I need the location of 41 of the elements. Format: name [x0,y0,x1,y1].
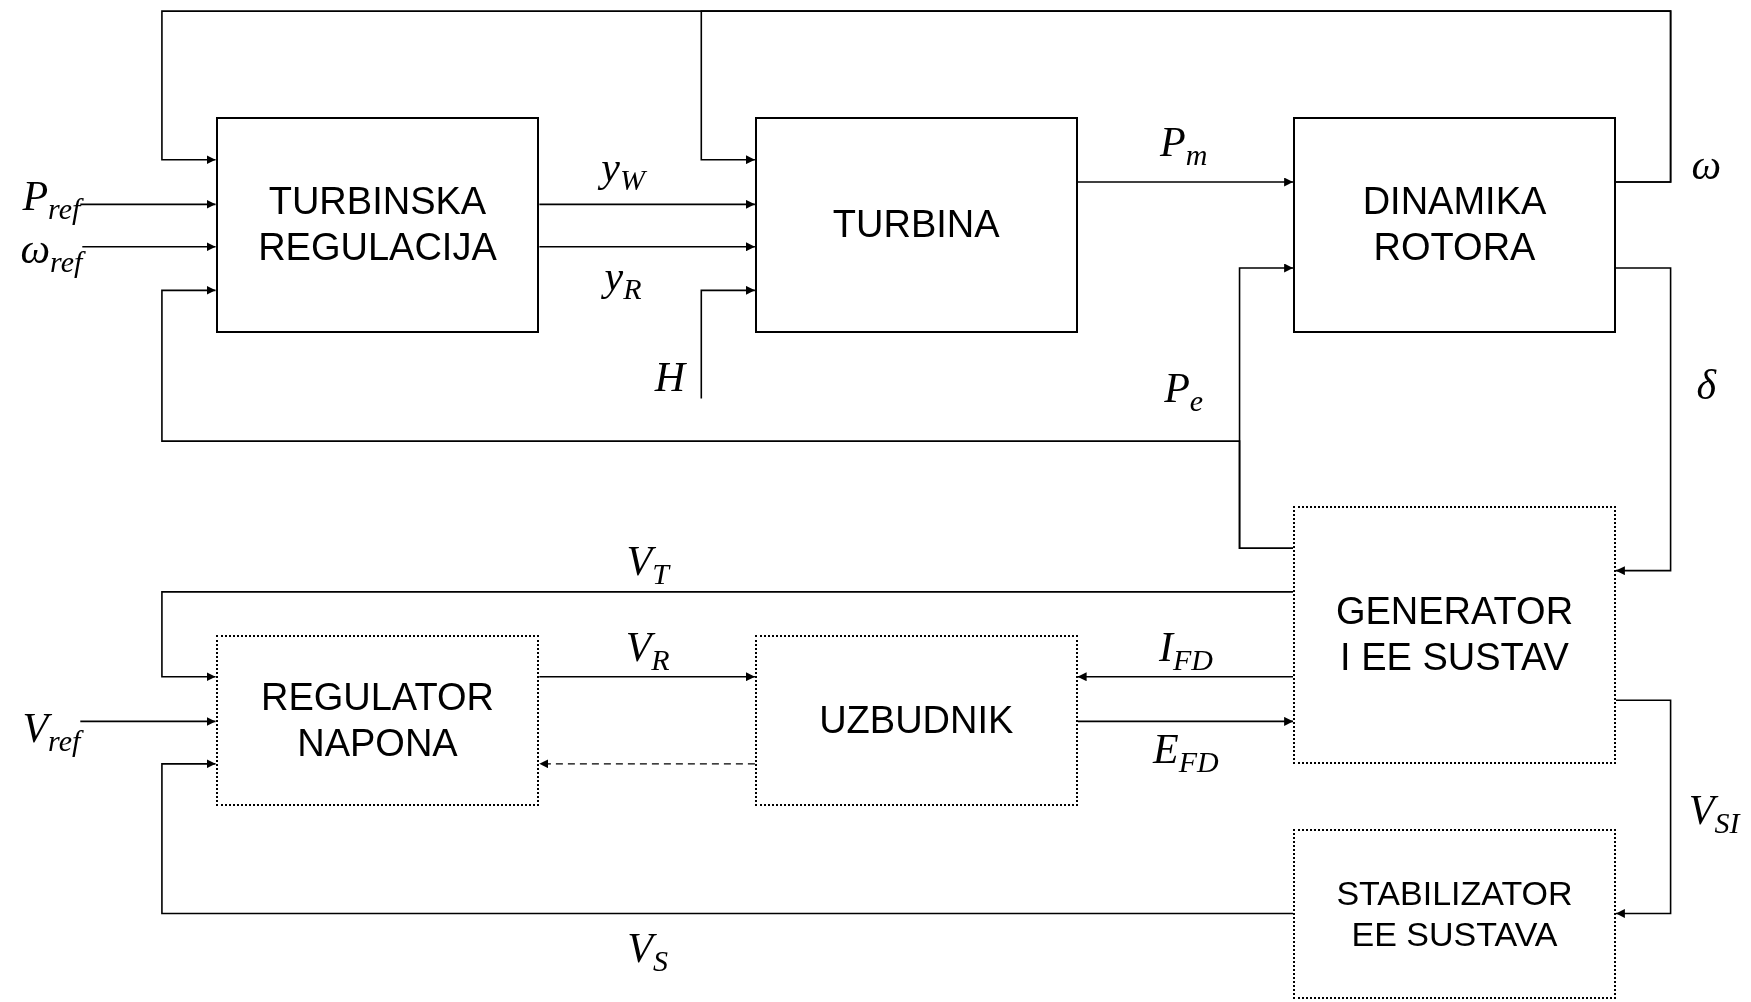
block-label: DINAMIKA ROTORA [1361,179,1548,270]
edge-label: E$_{FD}$ [1153,727,1219,777]
arrow [81,242,217,252]
arrow [538,672,756,682]
arrow [1615,267,1672,576]
dashed-arrow [538,759,756,769]
arrow [538,199,756,209]
block-label: STABILIZATOR EE SUSTAVA [1335,873,1574,955]
block-box [1293,117,1616,333]
arrow [1615,699,1672,918]
arrow [79,716,217,726]
edge-label: P$_{m}$ [1160,120,1208,170]
block-label: TURBINA [832,202,1000,248]
edge-label: V$_{R}$ [625,625,670,675]
block-box [754,635,1078,807]
arrow [1076,177,1294,187]
edge-label: V$_{SI}$ [1688,788,1740,838]
arrow [1076,672,1294,682]
arrow [538,242,756,252]
arrow [161,285,1294,550]
block-label: GENERATOR I EE SUSTAV [1334,589,1575,680]
arrow [700,285,756,400]
block-label: REGULATOR NAPONA [259,675,495,766]
block-label: UZBUDNIK [819,698,1014,744]
block-box [215,117,540,333]
edge-label: P$_{e}$ [1164,366,1204,416]
edge-label: δ [1696,364,1717,407]
edge-label: I$_{FD}$ [1158,625,1213,675]
block-box [1293,505,1616,764]
block-label: TURBINSKA REGULACIJA [257,179,498,270]
signal-label: H [654,356,686,399]
edge-label: ω [1691,144,1722,187]
arrow [1076,716,1294,726]
edge-label: V$_{T}$ [626,539,669,589]
edge-label: V$_{S}$ [627,926,668,976]
arrow [161,591,1294,682]
arrow [700,10,1672,183]
arrow [161,759,1294,915]
block-box [754,117,1078,333]
arrow [79,199,217,209]
block-box [1293,828,1616,1000]
